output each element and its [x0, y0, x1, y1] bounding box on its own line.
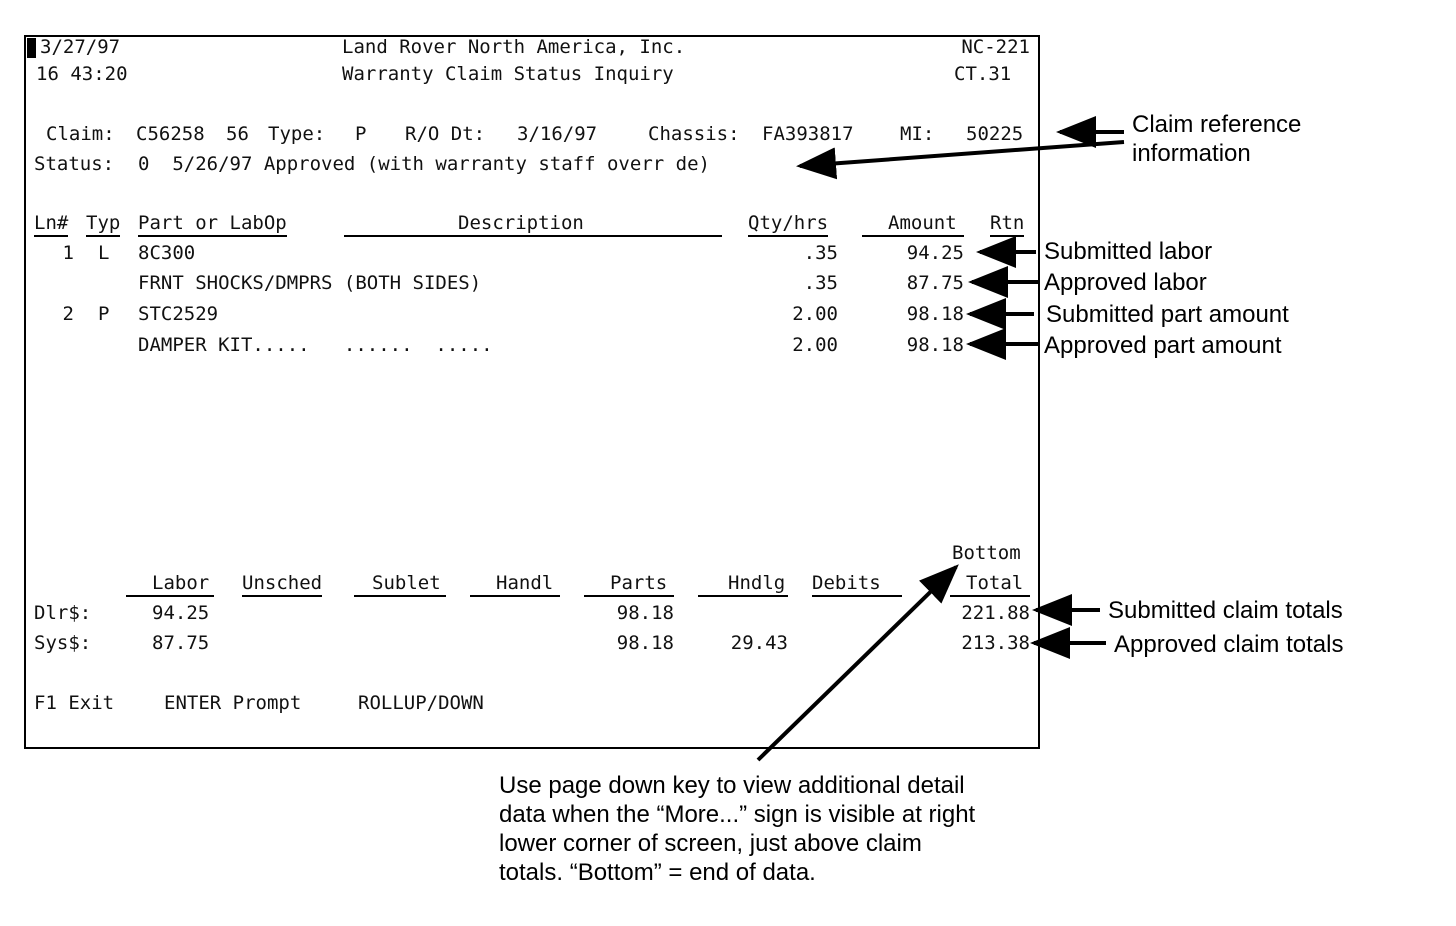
annotation-approved-part: Approved part amount: [1044, 332, 1282, 359]
row-qty: 2.00: [792, 334, 838, 356]
header-screen-code: NC-221: [961, 36, 1030, 58]
totals-header-labor: Labor: [152, 572, 210, 594]
enter-prompt-key[interactable]: ENTER Prompt: [164, 692, 302, 714]
debits-underline: [812, 595, 902, 597]
total-underline: [950, 595, 1030, 597]
hndlg-underline: [698, 595, 788, 597]
row-typ: P: [98, 303, 110, 325]
header-date: 3/27/97: [40, 36, 121, 58]
totals-header-sublet: Sublet: [372, 572, 441, 594]
totals-row-hndlg: 29.43: [730, 632, 788, 654]
totals-header-parts: Parts: [610, 572, 668, 594]
annotation-submitted-totals: Submitted claim totals: [1108, 597, 1343, 624]
claim-suffix: 56: [226, 123, 249, 145]
arrow-bottom-indicator: [756, 564, 959, 762]
terminal-screen: [24, 35, 1040, 749]
labor-underline: [126, 595, 214, 597]
annotation-page-down-note: Use page down key to view additional det…: [499, 772, 976, 886]
row-amount: 98.18: [906, 303, 964, 325]
row-part: 8C300: [138, 242, 196, 264]
totals-header-handl: Handl: [496, 572, 554, 594]
row-qty: .35: [803, 242, 838, 264]
chassis-value: FA393817: [762, 123, 854, 145]
col-header-typ: Typ: [86, 212, 121, 237]
handl-underline: [470, 595, 560, 597]
status-label: Status:: [34, 153, 115, 175]
type-value: P: [355, 123, 367, 145]
row-part: DAMPER KIT..... ...... .....: [138, 334, 493, 356]
text-cursor: [27, 38, 36, 58]
arrow-status: [796, 140, 1125, 180]
row-ln: 1: [62, 242, 74, 264]
row-part: STC2529: [138, 303, 219, 325]
header-time: 16 43:20: [36, 63, 128, 85]
annotation-approved-totals: Approved claim totals: [1114, 631, 1344, 658]
ro-date-value: 3/16/97: [517, 123, 598, 145]
row-typ: L: [98, 242, 110, 264]
amount-underline: [862, 235, 964, 237]
desc-underline: [344, 235, 722, 237]
totals-row-parts: 98.18: [616, 632, 674, 654]
header-company: Land Rover North America, Inc.: [342, 36, 686, 58]
mileage-label: MI:: [900, 123, 935, 145]
f1-exit-key[interactable]: F1 Exit: [34, 692, 115, 714]
chassis-label: Chassis:: [648, 123, 740, 145]
header-screen-title: Warranty Claim Status Inquiry: [342, 63, 674, 85]
totals-row-total: 213.38: [961, 632, 1030, 654]
claim-label: Claim:: [46, 123, 115, 145]
bottom-indicator: Bottom: [952, 542, 1021, 564]
totals-row-labor: 87.75: [152, 632, 210, 654]
totals-row-total: 221.88: [961, 602, 1030, 624]
annotation-submitted-labor: Submitted labor: [1044, 238, 1213, 265]
row-qty: .35: [803, 272, 838, 294]
row-ln: 2: [62, 303, 74, 325]
annotation-submitted-part: Submitted part amount: [1046, 301, 1289, 328]
annotation-approved-labor: Approved labor: [1044, 269, 1207, 296]
col-header-amount: Amount: [888, 212, 957, 234]
row-part: FRNT SHOCKS/DMPRS (BOTH SIDES): [138, 272, 482, 294]
row-amount: 98.18: [906, 334, 964, 356]
row-qty: 2.00: [792, 303, 838, 325]
totals-header-total: Total: [966, 572, 1024, 594]
col-header-qty: Qty/hrs: [748, 212, 829, 237]
ro-date-label: R/O Dt:: [405, 123, 486, 145]
mileage-value: 50225: [966, 123, 1024, 145]
totals-row-label: Sys$:: [34, 632, 92, 654]
totals-header-unsched: Unsched: [242, 572, 323, 597]
col-header-part: Part or LabOp: [138, 212, 287, 237]
sublet-underline: [354, 595, 446, 597]
rollup-down-key[interactable]: ROLLUP/DOWN: [358, 692, 484, 714]
totals-row-label: Dlr$:: [34, 602, 92, 624]
header-terminal-id: CT.31: [954, 63, 1012, 85]
type-label: Type:: [268, 123, 326, 145]
totals-row-labor: 94.25: [152, 602, 210, 624]
col-header-ln: Ln#: [34, 212, 69, 237]
annotation-claim-ref-line2: information: [1132, 140, 1251, 167]
row-amount: 87.75: [906, 272, 964, 294]
totals-header-debits: Debits: [812, 572, 881, 594]
parts-underline: [584, 595, 674, 597]
col-header-desc: Description: [458, 212, 584, 234]
status-line: 0 5/26/97 Approved (with warranty staff …: [138, 153, 710, 175]
totals-row-parts: 98.18: [616, 602, 674, 624]
row-amount: 94.25: [906, 242, 964, 264]
totals-header-hndlg: Hndlg: [728, 572, 786, 594]
claim-number: C56258: [136, 123, 205, 145]
annotation-claim-ref-line1: Claim reference: [1132, 111, 1302, 138]
